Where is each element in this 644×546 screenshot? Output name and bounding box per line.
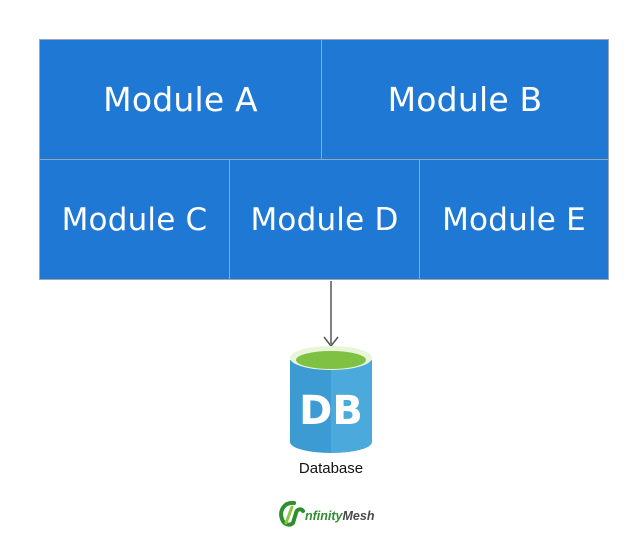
infinitymesh-logo: nfinityMesh [278, 496, 388, 532]
database-top-fill [296, 351, 366, 369]
module-e-label: Module E [442, 201, 586, 238]
module-e-box: Module E [419, 159, 609, 280]
database-icon-text: DB [299, 388, 363, 434]
database-icon: DB [290, 346, 372, 453]
logo-text: nfinityMesh [305, 509, 374, 523]
module-b-box: Module B [321, 39, 609, 160]
module-b-label: Module B [387, 80, 543, 119]
logo-word-infinity: nfinity [305, 508, 343, 523]
module-a-label: Module A [103, 80, 258, 119]
module-d-box: Module D [229, 159, 420, 280]
module-d-label: Module D [250, 201, 399, 238]
module-c-box: Module C [39, 159, 230, 280]
database-label: Database [298, 460, 364, 477]
logo-word-mesh: Mesh [342, 508, 375, 523]
module-a-box: Module A [39, 39, 322, 160]
module-c-label: Module C [61, 201, 208, 238]
database-body-highlight [331, 360, 372, 453]
infinity-logo-icon [279, 500, 305, 527]
